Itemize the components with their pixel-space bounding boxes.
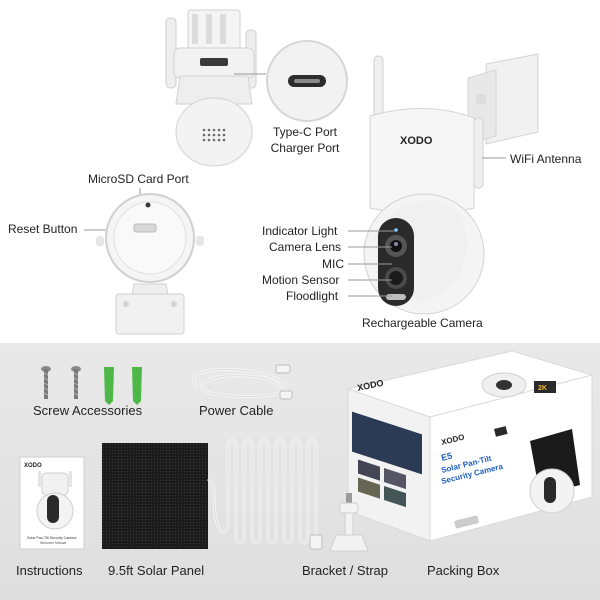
motion-sensor-label: Motion Sensor	[262, 273, 340, 287]
callout-lines	[348, 230, 394, 297]
packing-box-illustration: XODO 2K XODO E5 Solar Pan-Tilt Security …	[346, 350, 594, 542]
rechargeable-camera-label: Rechargeable Camera	[362, 316, 483, 330]
solar-panel-caption: 9.5ft Solar Panel	[108, 563, 205, 578]
microsd-label: MicroSD Card Port	[88, 172, 189, 186]
screws-caption: Screw Accessories	[33, 403, 143, 418]
indicator-light-label: Indicator Light	[262, 224, 338, 238]
packing-box-caption: Packing Box	[427, 563, 500, 578]
camera-brand-logo: XODO	[400, 135, 433, 147]
instruction-manual-illustration: XODO Solar Pan-Tilt Security Camera Welc…	[19, 456, 85, 550]
camera-back-illustration	[165, 9, 257, 167]
bracket-caption: Bracket / Strap	[302, 563, 388, 578]
reset-button-label: Reset Button	[8, 222, 78, 236]
manual-line2: Welcome Manual	[40, 541, 66, 545]
camera-features-section: Type-C Port Charger Port MicroSD Card Po…	[8, 9, 582, 335]
box-top-badge: 2K	[538, 385, 547, 392]
manual-brand: XODO	[24, 463, 42, 469]
typec-port-text: Type-C Port	[272, 125, 338, 139]
solar-panel-illustration	[102, 443, 208, 549]
camera-bottom-illustration	[84, 188, 204, 335]
camera-lens-label: Camera Lens	[269, 240, 342, 254]
floodlight-label: Floodlight	[286, 289, 339, 303]
screws-illustration	[41, 366, 142, 405]
charger-port-text: Charger Port	[270, 141, 340, 155]
box-model: E5	[440, 451, 453, 463]
wifi-antenna-label: WiFi Antenna	[510, 152, 582, 166]
main-camera-illustration: XODO	[363, 53, 539, 315]
manual-line1: Solar Pan-Tilt Security Camera	[27, 536, 76, 540]
instructions-caption: Instructions	[16, 563, 83, 578]
power-cable-caption: Power Cable	[199, 403, 274, 418]
bracket-illustration	[329, 493, 369, 552]
typec-port-label: Type-C Port Charger Port	[258, 124, 352, 156]
power-cable-illustration	[192, 364, 293, 400]
typec-port-zoom	[234, 40, 348, 122]
solar-cable-illustration	[207, 437, 323, 550]
package-contents-section: Screw Accessories Power Cable XODO 2K	[0, 343, 600, 600]
mic-label: MIC	[322, 257, 344, 271]
